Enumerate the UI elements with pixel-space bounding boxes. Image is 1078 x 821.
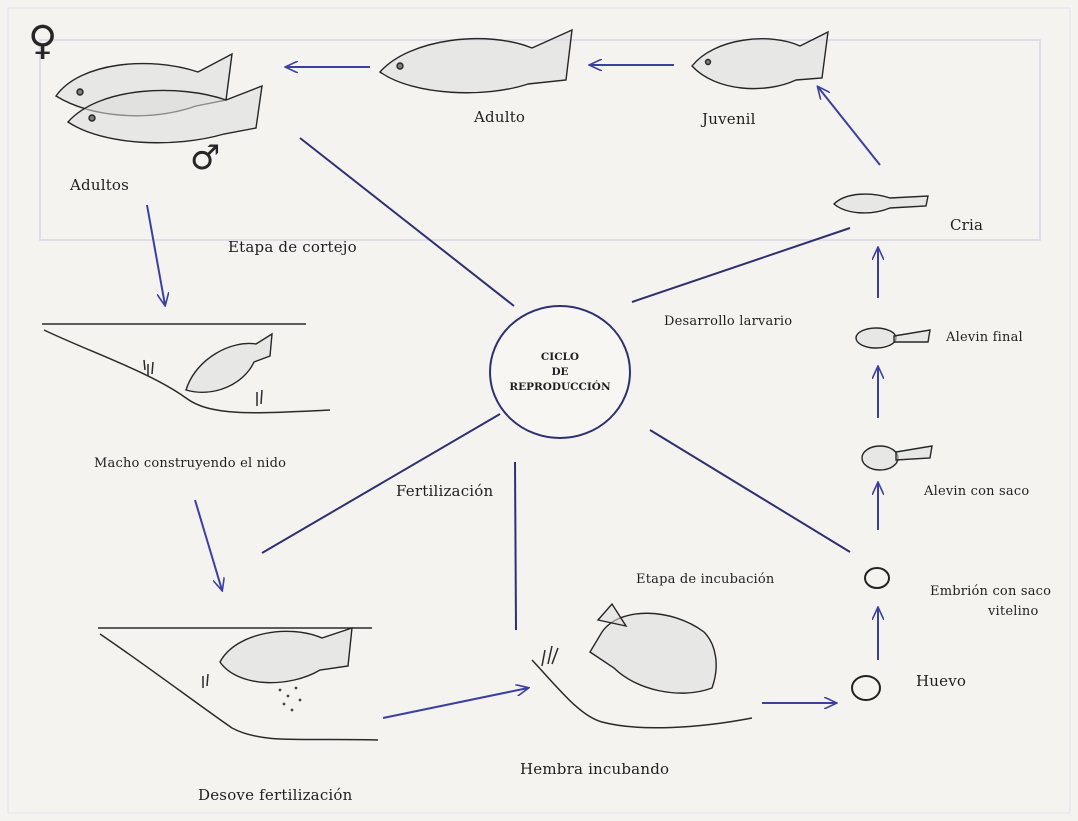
adulto-fish-drawing	[378, 28, 573, 94]
male-symbol-icon: ♂	[190, 138, 221, 178]
desove-ground	[98, 627, 379, 741]
label-macho-nido: Macho construyendo el nido	[94, 456, 287, 471]
alevin-final-drawing	[855, 327, 931, 349]
label-adultos: Adultos	[70, 176, 130, 194]
plant-3	[541, 645, 559, 667]
center-line-2: DE	[551, 366, 569, 378]
label-desarrollo-larvario: Desarrollo larvario	[664, 314, 793, 329]
label-embrion-line2: vitelino	[988, 604, 1039, 619]
plant-2	[256, 389, 263, 406]
spoke-cria	[631, 227, 851, 303]
center-line-3: REPRODUCCIÓN	[509, 381, 611, 393]
spoke-nido	[261, 413, 501, 554]
label-etapa-incubacion: Etapa de incubación	[636, 572, 775, 587]
hembra-fish-drawing	[589, 602, 717, 694]
plant-4	[202, 673, 209, 688]
arrow-desove-hembra	[382, 688, 528, 719]
center-line-1: CICLO	[540, 351, 580, 363]
label-juvenil: Juvenil	[702, 110, 756, 128]
arrow-nido-desove	[194, 499, 222, 590]
label-huevo: Huevo	[916, 672, 967, 690]
spoke-hembra	[514, 461, 517, 631]
macho-fish-drawing	[185, 332, 273, 393]
spoke-huevo	[649, 429, 851, 553]
plant-1	[143, 359, 154, 376]
cria-larva-drawing	[832, 193, 929, 214]
label-hembra-incubando: Hembra incubando	[520, 760, 670, 778]
desove-fish-drawing	[219, 626, 353, 684]
center-title: CICLO DE REPRODUCCIÓN	[492, 350, 628, 395]
label-alevin-con-saco: Alevin con saco	[924, 484, 1030, 499]
huevo-egg	[851, 675, 881, 701]
label-cria: Cria	[950, 216, 984, 234]
label-desove: Desove fertilización	[198, 786, 353, 804]
label-adulto: Adulto	[474, 108, 526, 126]
female-symbol-icon: ♀	[28, 18, 58, 64]
arrow-cria-juvenil	[818, 87, 881, 166]
juvenil-fish-drawing	[691, 30, 829, 90]
hembra-ground	[531, 659, 753, 729]
label-fertilizacion: Fertilización	[396, 482, 494, 500]
label-etapa-cortejo: Etapa de cortejo	[228, 238, 357, 256]
spoke-adultos	[299, 137, 515, 307]
alevin-saco-drawing	[861, 445, 933, 471]
arrow-adultos-nido	[146, 204, 165, 305]
nido-ground	[42, 323, 331, 414]
center-circle	[489, 305, 631, 439]
label-embrion-line1: Embrión con saco	[930, 584, 1052, 599]
adultos-fish-drawing	[54, 52, 263, 144]
label-alevin-final: Alevin final	[946, 330, 1023, 345]
embrion-egg	[864, 567, 890, 589]
